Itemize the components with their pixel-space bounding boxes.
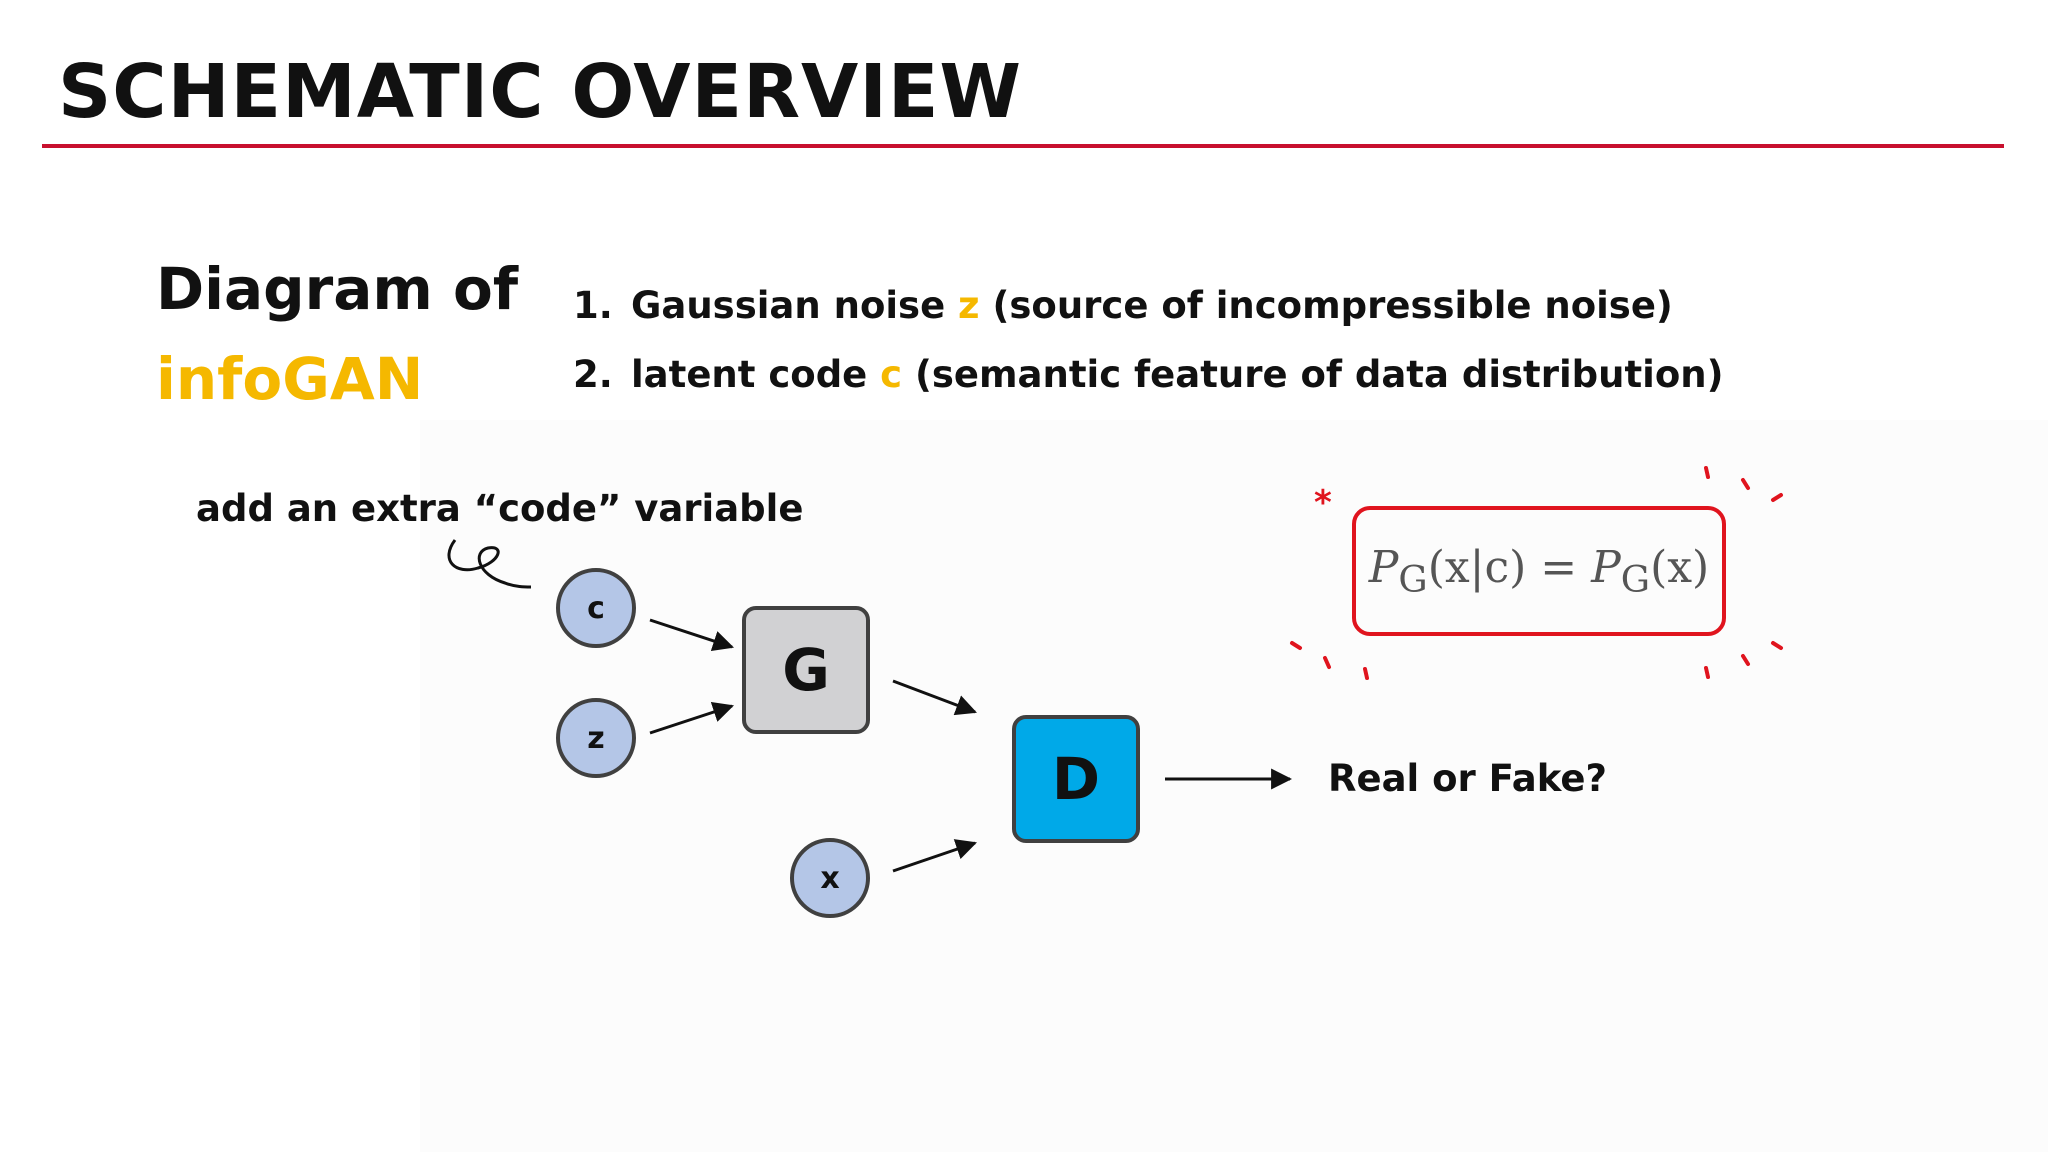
noise-node: z <box>556 698 636 778</box>
formula: PG(x|c) = PG(x) <box>1368 541 1710 601</box>
heading-diagram-of: Diagram of <box>156 255 519 323</box>
highlight-z: z <box>958 284 980 327</box>
formula-subscript: G <box>1620 557 1651 601</box>
list-text: Gaussian noise <box>631 284 959 327</box>
title-divider <box>42 144 2004 148</box>
list-item-latent-code: 2. latent code c (semantic feature of dat… <box>573 353 1724 397</box>
formula-args: (x|c) <box>1427 541 1527 593</box>
list-text: (semantic feature of data distribution) <box>902 353 1724 396</box>
arrow-z-to-g <box>649 701 734 735</box>
formula-subscript: G <box>1398 557 1428 601</box>
emphasis-rays <box>1290 466 1783 680</box>
annotation-squiggle <box>447 539 532 589</box>
discriminator-box: D <box>1012 715 1140 843</box>
arrow-x-to-d <box>892 839 977 873</box>
list-item-gaussian-noise: 1. Gaussian noise z (source of incompress… <box>573 284 1673 328</box>
list-number: 1. <box>573 284 613 327</box>
slide-title: SCHEMATIC OVERVIEW <box>58 49 1023 135</box>
asterisk-mark: * <box>1314 483 1332 523</box>
list-text: (source of incompressible noise) <box>979 284 1673 327</box>
code-variable-label: add an extra “code” variable <box>196 487 804 530</box>
arrow-c-to-g <box>649 618 734 652</box>
output-label: Real or Fake? <box>1328 757 1607 800</box>
heading-infogan: infoGAN <box>156 345 424 413</box>
diagram-background <box>420 420 2048 1152</box>
arrow-g-to-d <box>892 679 977 716</box>
generator-box: G <box>742 606 870 734</box>
formula-args: (x) <box>1650 541 1710 593</box>
formula-equals: = <box>1526 541 1592 593</box>
real-data-node: x <box>790 838 870 918</box>
list-number: 2. <box>573 353 613 396</box>
latent-code-node: c <box>556 568 636 648</box>
highlight-c: c <box>880 353 903 396</box>
formula-box: PG(x|c) = PG(x) <box>1352 506 1726 636</box>
list-text: latent code <box>631 353 881 396</box>
